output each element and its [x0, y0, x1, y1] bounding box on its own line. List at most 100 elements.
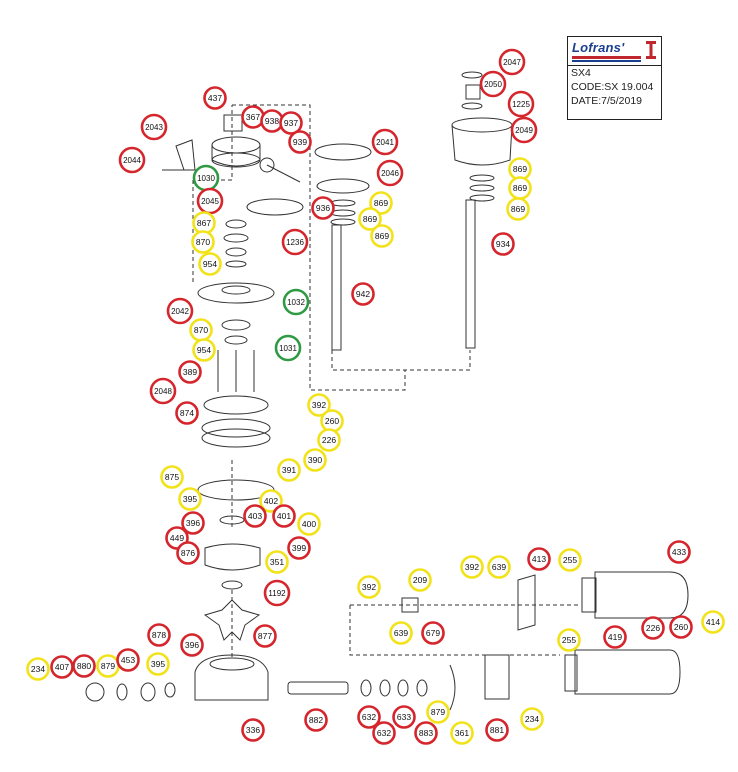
callout-label: 869 [513, 183, 527, 193]
callout-label: 391 [282, 465, 296, 475]
callout-869: 869 [508, 176, 532, 200]
callout-401: 401 [272, 504, 296, 528]
callout-ring [282, 288, 310, 316]
callout-label: 336 [246, 725, 260, 735]
callout-ring [371, 128, 399, 156]
callout-2050: 2050 [479, 70, 507, 98]
callout-label: 395 [151, 659, 165, 669]
callout-881: 881 [485, 718, 509, 742]
callout-ring [181, 511, 205, 535]
callout-label: 1236 [286, 238, 304, 247]
callout-label: 882 [309, 715, 323, 725]
callout-ring [450, 721, 474, 745]
callout-ring [146, 652, 170, 676]
callout-392: 392 [460, 555, 484, 579]
callout-label: 880 [77, 661, 91, 671]
callout-label: 2042 [171, 307, 189, 316]
callout-632: 632 [372, 721, 396, 745]
callout-ring [357, 705, 381, 729]
callout-label: 1032 [287, 298, 305, 307]
callout-ring [116, 648, 140, 672]
callout-label: 392 [312, 400, 326, 410]
callout-ring [259, 489, 283, 513]
callout-ring [265, 550, 289, 574]
callout-ring [510, 116, 538, 144]
callout-label: 867 [197, 218, 211, 228]
callout-ring [498, 48, 526, 76]
callout-ring [149, 377, 177, 405]
callout-label: 2047 [503, 58, 521, 67]
callout-label: 639 [394, 628, 408, 638]
callout-label: 414 [706, 617, 720, 627]
callout-ring [180, 633, 204, 657]
callout-2044: 2044 [118, 146, 146, 174]
callout-ring [701, 610, 725, 634]
callout-label: 419 [608, 632, 622, 642]
callout-label: 389 [183, 367, 197, 377]
callout-ring [178, 487, 202, 511]
callout-413: 413 [527, 547, 551, 571]
title-block: Lofrans' SX4 CODE:SX 19.004 DATE:7/5/201… [567, 36, 662, 120]
callout-label: 1031 [279, 344, 297, 353]
callout-ring [160, 465, 184, 489]
callout-label: 234 [525, 714, 539, 724]
callout-2049: 2049 [510, 116, 538, 144]
callout-ring [485, 718, 509, 742]
callout-label: 877 [258, 631, 272, 641]
callout-label: 437 [208, 93, 222, 103]
callout-632: 632 [357, 705, 381, 729]
callout-255: 255 [558, 548, 582, 572]
callout-633: 633 [392, 705, 416, 729]
callout-label: 2050 [484, 80, 502, 89]
callout-label: 883 [419, 728, 433, 738]
callout-389: 389 [178, 360, 202, 384]
callout-226: 226 [317, 428, 341, 452]
callout-label: 633 [397, 712, 411, 722]
callout-433: 433 [667, 540, 691, 564]
callout-ring [175, 401, 199, 425]
callout-label: 879 [101, 661, 115, 671]
callout-ring [26, 657, 50, 681]
callout-639: 639 [389, 621, 413, 645]
callout-392: 392 [307, 393, 331, 417]
callout-395: 395 [146, 652, 170, 676]
callout-label: 876 [181, 548, 195, 558]
callout-label: 453 [121, 655, 135, 665]
callout-label: 954 [197, 345, 211, 355]
callout-880: 880 [72, 654, 96, 678]
callout-ring [358, 207, 382, 231]
callout-ring [603, 625, 627, 649]
callout-ring [178, 360, 202, 384]
callout-2045: 2045 [196, 187, 224, 215]
callout-ring [304, 708, 328, 732]
callout-869: 869 [369, 191, 393, 215]
callout-ring [479, 70, 507, 98]
callout-label: 934 [496, 239, 510, 249]
callout-label: 870 [196, 237, 210, 247]
callout-ring [281, 228, 309, 256]
callout-label: 2048 [154, 387, 172, 396]
callout-label: 869 [513, 164, 527, 174]
callout-260: 260 [669, 615, 693, 639]
callout-label: 632 [362, 712, 376, 722]
callout-367: 367 [241, 105, 265, 129]
callout-879: 879 [96, 654, 120, 678]
callout-414: 414 [701, 610, 725, 634]
callout-ring [288, 130, 312, 154]
callout-361: 361 [450, 721, 474, 745]
callout-882: 882 [304, 708, 328, 732]
model-text: SX4 [571, 67, 591, 79]
callout-396: 396 [181, 511, 205, 535]
callout-ring [392, 705, 416, 729]
callout-ring [287, 536, 311, 560]
callout-label: 2046 [381, 169, 399, 178]
callout-label: 874 [180, 408, 194, 418]
callout-label: 255 [562, 635, 576, 645]
callout-ring [198, 252, 222, 276]
callout-2041: 2041 [371, 128, 399, 156]
callout-936: 936 [311, 196, 335, 220]
callout-1032: 1032 [282, 288, 310, 316]
callout-ring [491, 232, 515, 256]
